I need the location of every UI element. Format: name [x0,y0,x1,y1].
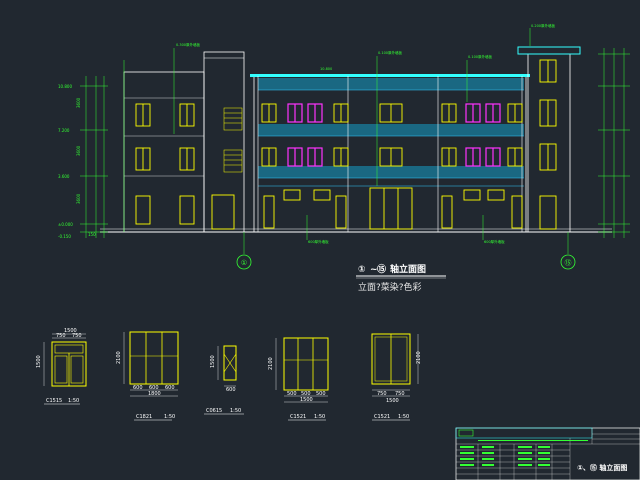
facade: 0.300厚外墙板 0.100厚外墙板 0.100厚外墙板 0.200厚外墙板 … [58,23,630,270]
window-detail-c1821: 2100 600 600 600 1800 C1821 1:50 [116,331,179,421]
svg-text:①: ① [241,259,247,267]
window-scale: 1:50 [230,408,241,414]
window-detail-c1521-b: 2100 750 750 1500 C1521 1:50 [371,333,422,421]
windows-right-tower [539,59,557,230]
svg-text:1500: 1500 [210,355,216,368]
svg-text:1500: 1500 [386,398,399,404]
window-detail-c1515: 1500 750 750 1500 C1515 1:50 [36,328,87,405]
title-axis-start: ① [358,265,366,275]
svg-text:600: 600 [149,385,159,391]
title-label: 轴立面图 [390,263,426,275]
svg-text:~: ~ [370,265,378,275]
window-code: C0615 [206,408,222,414]
windows-main-yellow [261,103,523,230]
elevation-label: 3.600 [58,174,70,179]
elevation-label: 7.200 [58,128,70,133]
title-axis-end: ⑮ [377,263,386,275]
balcony-railings [258,78,524,187]
elevation-label: -0.150 [58,234,71,239]
svg-text:500: 500 [316,391,326,397]
svg-text:10.800: 10.800 [320,67,332,71]
svg-text:750: 750 [72,333,82,339]
svg-text:2100: 2100 [416,351,422,364]
windows-center-bay [379,103,403,167]
svg-text:600: 600 [226,387,236,393]
dimension-label: 3600 [76,193,81,204]
windows-left-block [135,103,235,230]
window-scale: 1:50 [314,414,325,420]
window-code: C1521 [374,414,390,420]
svg-text:600: 600 [165,385,175,391]
axis-bubble-15: ⑮ [560,232,576,270]
svg-text:1800: 1800 [148,391,161,397]
svg-text:600厚外墙板: 600厚外墙板 [484,239,505,244]
svg-text:1500: 1500 [300,397,313,403]
svg-text:2100: 2100 [268,357,274,370]
dimension-label: 150 [88,232,96,237]
window-scale: 1:50 [164,414,175,420]
elevation-label: 10.800 [58,84,72,89]
svg-text:0.100厚外墙板: 0.100厚外墙板 [378,50,403,55]
dimension-label: 3600 [76,145,81,156]
window-scale: 1:50 [398,414,409,420]
svg-text:1500: 1500 [64,328,77,334]
title-block-drawing-name: ①、⑮ 轴立面图 [577,463,627,472]
window-detail-c0615: 1500 600 C0615 1:50 [204,345,244,415]
drawing-subtitle: 立面?菜染?色彩 [358,281,422,293]
window-scale: 1:50 [68,398,79,404]
svg-text:750: 750 [395,391,405,397]
svg-text:1500: 1500 [36,355,42,368]
windows-main-magenta [287,103,501,167]
svg-text:0.300厚外墙板: 0.300厚外墙板 [176,42,201,47]
svg-text:750: 750 [56,333,66,339]
title-block: ①、⑮ 轴立面图 [455,427,640,480]
svg-text:500: 500 [287,391,297,397]
svg-text:0.200厚外墙板: 0.200厚外墙板 [531,23,556,28]
svg-text:600厚外墙板: 600厚外墙板 [308,239,329,244]
svg-text:750: 750 [377,391,387,397]
svg-text:500: 500 [301,391,311,397]
dimension-label: 3600 [76,97,81,108]
svg-text:2100: 2100 [116,351,122,364]
window-code: C1515 [46,398,62,404]
svg-text:⑮: ⑮ [565,259,572,267]
svg-text:0.100厚外墙板: 0.100厚外墙板 [468,54,493,59]
window-code: C1521 [290,414,306,420]
elevation-label: ±0.000 [58,222,73,227]
axis-bubble-1: ① [236,232,252,270]
drawing-title: ① ~ ⑮ 轴立面图 立面?菜染?色彩 [356,263,446,293]
window-code: C1821 [136,414,152,420]
window-detail-c1521-a: 2100 500 500 500 1500 C1521 1:50 [268,337,329,421]
svg-text:600: 600 [133,385,143,391]
